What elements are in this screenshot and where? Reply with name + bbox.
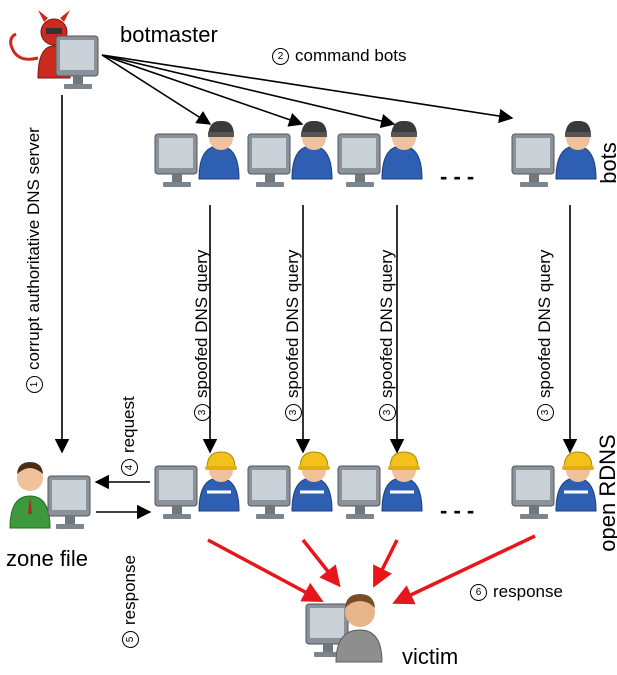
response-label: 5 response (120, 518, 142, 648)
attack-response-arrows (207, 534, 536, 605)
botmaster-icon (9, 10, 99, 90)
step-3-marker: 3 (537, 404, 555, 421)
botmaster-label: botmaster (120, 22, 218, 47)
rdns-icon (155, 452, 239, 519)
victim-label: victim (402, 644, 459, 669)
victim-icon (305, 594, 383, 663)
ellipsis-rdns: - - - (440, 498, 475, 523)
zone-file-label: zone file (6, 546, 88, 571)
step-5-marker: 5 (122, 631, 140, 648)
rdns-icon (338, 452, 422, 519)
command-bots-text: command bots (295, 46, 407, 65)
step-2-marker: 2 (272, 48, 289, 66)
bot-icon (155, 121, 239, 187)
step-6-label: 6 response (470, 582, 563, 602)
step-1-label: 1 corrupt authoritative DNS server (24, 127, 46, 393)
command-bots-label: 2 command bots (272, 46, 407, 66)
corrupt-text: corrupt authoritative DNS server (24, 127, 43, 370)
spoofed-query-label: 3 spoofed DNS query (283, 221, 305, 421)
ellipsis-bots: - - - (440, 164, 475, 189)
spoofed-text: spoofed DNS query (377, 249, 396, 398)
request-text: request (119, 396, 138, 453)
spoofed-text: spoofed DNS query (283, 249, 302, 398)
open-rdns-label: open RDNS (595, 434, 617, 552)
bot-icon (338, 121, 422, 187)
command-arrows (101, 54, 514, 129)
request-label: 4 request (119, 376, 141, 476)
spoofed-query-label: 3 spoofed DNS query (377, 221, 399, 421)
bot-icon (512, 121, 596, 187)
spoofed-query-label: 3 spoofed DNS query (535, 221, 557, 421)
bot-icon (248, 121, 332, 187)
step-4-marker: 4 (121, 459, 139, 476)
spoofed-text: spoofed DNS query (192, 249, 211, 398)
step-3-marker: 3 (285, 404, 303, 421)
response-6-text: response (493, 582, 563, 601)
rdns-icon (512, 452, 596, 519)
response-text: response (120, 555, 139, 625)
spoofed-text: spoofed DNS query (535, 249, 554, 398)
step-3-marker: 3 (379, 404, 397, 421)
zone-file-icon (9, 462, 91, 530)
bots-label: bots (596, 142, 617, 184)
step-3-marker: 3 (194, 404, 212, 421)
rdns-icon (248, 452, 332, 519)
spoofed-query-arrows (202, 205, 578, 454)
step-6-marker: 6 (470, 584, 487, 602)
step-1-marker: 1 (26, 376, 44, 393)
spoofed-query-label: 3 spoofed DNS query (192, 221, 214, 421)
